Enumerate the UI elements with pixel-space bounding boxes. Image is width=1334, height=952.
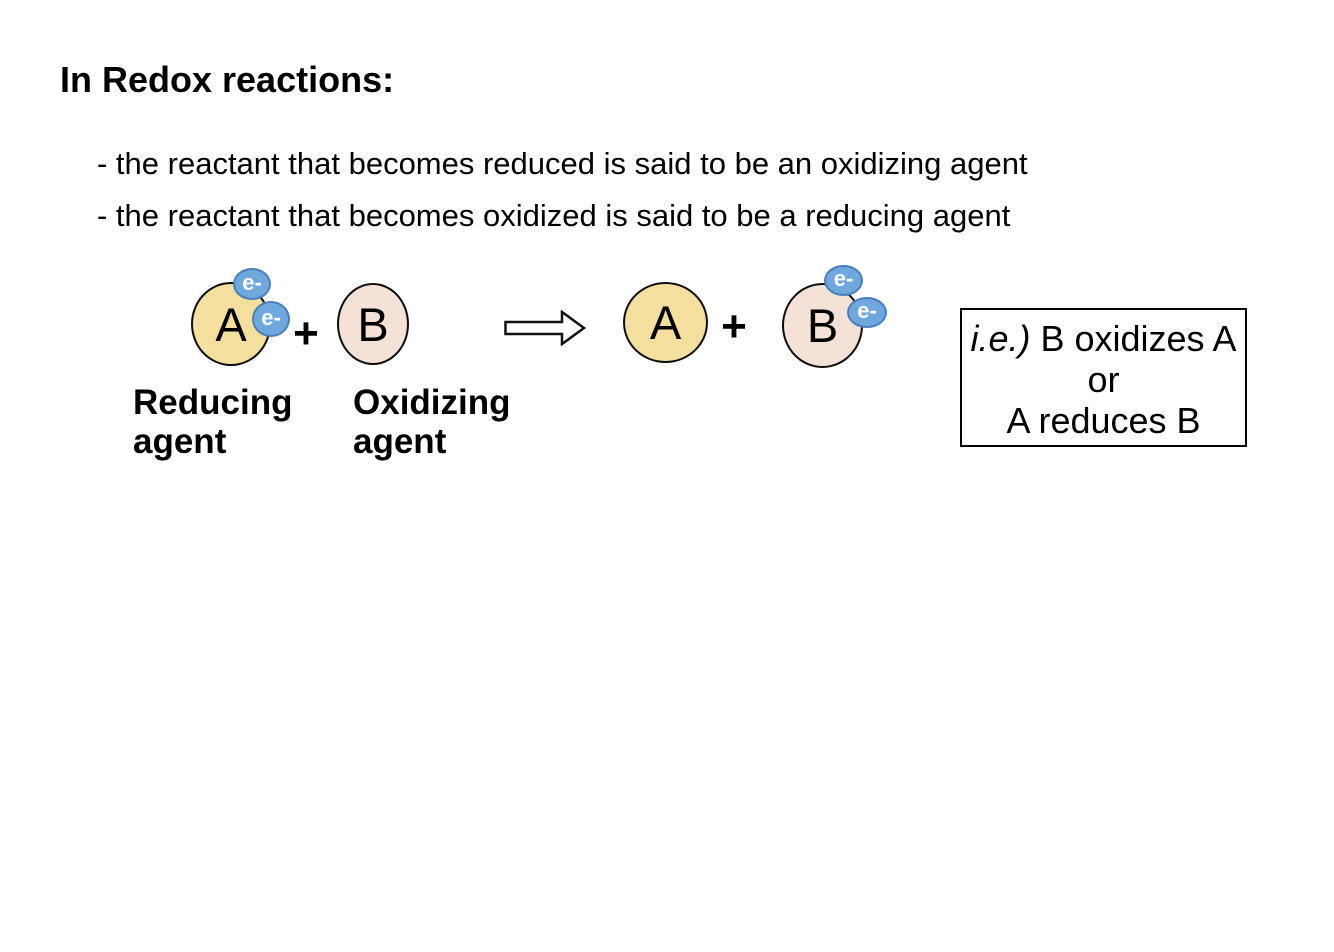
bullet-point-reducing-agent: - the reactant that becomes oxidized is … bbox=[97, 198, 1011, 233]
product-a-letter: A bbox=[649, 296, 682, 349]
electron-badge: e- bbox=[847, 297, 887, 328]
right-arrow-icon bbox=[504, 310, 586, 346]
reducing-agent-label-line1: Reducing bbox=[133, 383, 293, 422]
electron-label: e- bbox=[857, 298, 877, 323]
electron-label: e- bbox=[261, 304, 281, 330]
note-box: i.e.) B oxidizes A or A reduces B bbox=[960, 308, 1247, 447]
electron-badge: e- bbox=[233, 268, 271, 300]
product-b-circle: B bbox=[782, 283, 863, 368]
page-title: In Redox reactions: bbox=[60, 59, 395, 100]
oxidizing-agent-label-line2: agent bbox=[353, 422, 447, 461]
electron-badge: e- bbox=[252, 301, 290, 337]
note-box-line2: or bbox=[1087, 359, 1120, 400]
reducing-agent-label: Reducing agent bbox=[133, 383, 292, 461]
reactant-b-letter: B bbox=[357, 297, 389, 351]
electron-label: e- bbox=[242, 269, 262, 295]
plus-sign-products: + bbox=[721, 302, 747, 351]
note-box-line1: i.e.) B oxidizes A bbox=[962, 318, 1245, 359]
note-box-line3: A reduces B bbox=[1006, 400, 1201, 441]
reactant-b-circle: B bbox=[337, 283, 409, 365]
electron-label: e- bbox=[833, 266, 854, 291]
oxidizing-agent-label: Oxidizing agent bbox=[353, 383, 511, 461]
note-box-line1-rest: B oxidizes A bbox=[1030, 318, 1237, 359]
plus-sign-reactants: + bbox=[293, 309, 319, 358]
electron-badge: e- bbox=[824, 265, 863, 296]
oxidizing-agent-label-line1: Oxidizing bbox=[353, 383, 511, 422]
bullet-point-oxidizing-agent: - the reactant that becomes reduced is s… bbox=[97, 146, 1028, 181]
reducing-agent-label-line2: agent bbox=[133, 422, 227, 461]
reactant-a-letter: A bbox=[215, 297, 247, 351]
product-b-letter: B bbox=[806, 299, 839, 352]
note-box-ie-prefix: i.e.) bbox=[970, 318, 1031, 359]
product-a-circle: A bbox=[623, 282, 708, 363]
